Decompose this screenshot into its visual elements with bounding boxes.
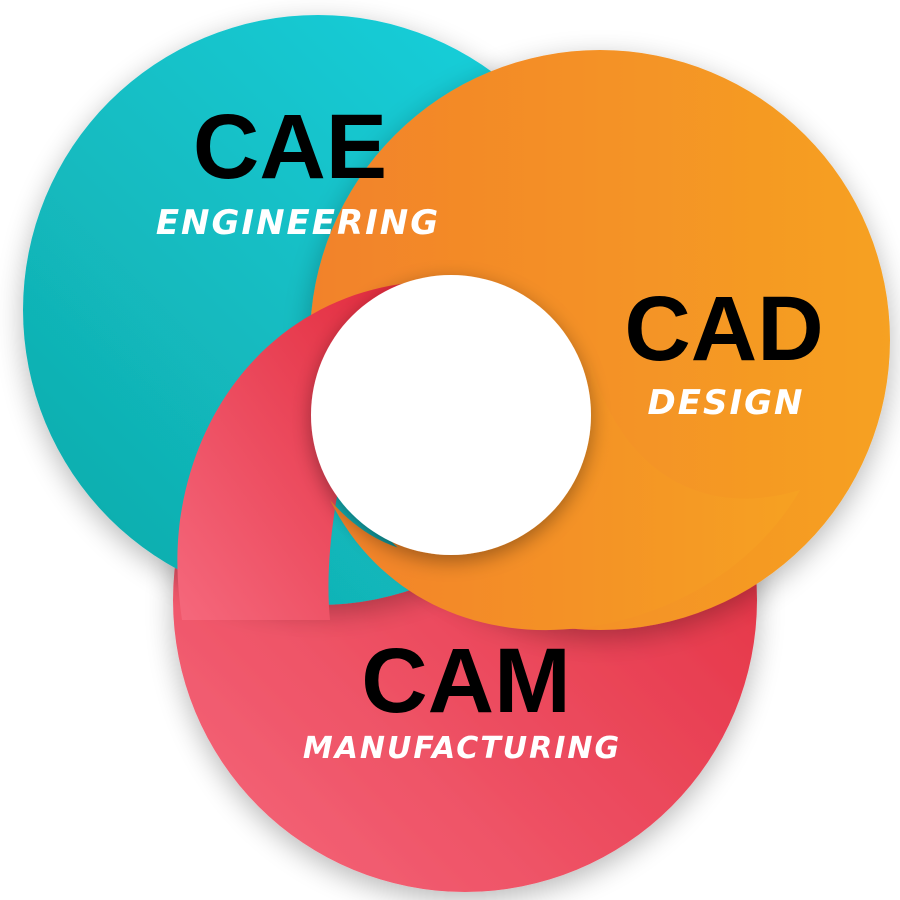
cad-title: CAD (624, 278, 823, 380)
cam-subtitle: MANUFACTURING (303, 731, 621, 766)
cam-title: CAM (361, 630, 571, 732)
cad-subtitle: DESIGN (648, 383, 805, 423)
cae-title: CAE (193, 96, 387, 198)
cae-subtitle: ENGINEERING (156, 203, 440, 243)
center-hole (311, 275, 591, 555)
